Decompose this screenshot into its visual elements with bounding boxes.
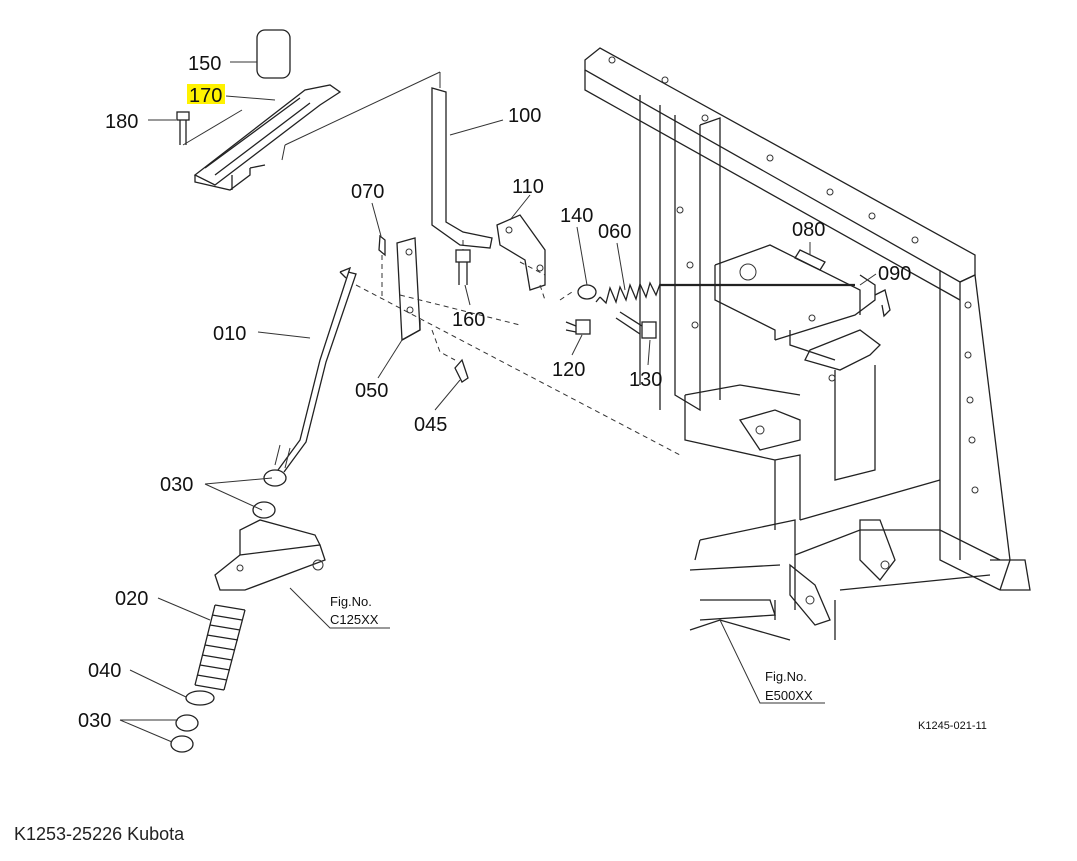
bolt-160 (455, 240, 471, 285)
pedal-bracket-assembly (176, 29, 441, 191)
label-030-lower: 030 (78, 710, 111, 732)
label-140: 140 (560, 205, 593, 227)
bracket-050 (378, 234, 421, 342)
spring-020 (194, 604, 246, 691)
lever-100 (431, 72, 493, 249)
bolt-120 (575, 319, 591, 335)
bolt-180 (176, 111, 190, 121)
pedal-arm (214, 519, 326, 591)
cotter-pin-045 (431, 329, 469, 383)
pedal-pad-150 (256, 29, 291, 79)
label-180: 180 (105, 111, 138, 133)
leader-lines (119, 61, 877, 743)
bolt-130 (641, 321, 657, 339)
part-labels: 150 170 180 100 110 070 140 060 080 090 … (78, 53, 911, 732)
label-030-upper: 030 (160, 474, 193, 496)
rod-010 (274, 266, 681, 473)
label-045: 045 (414, 414, 447, 436)
label-100: 100 (508, 105, 541, 127)
fig-ref-c-label: Fig.No. (330, 594, 372, 609)
fig-ref-c-code: C125XX (330, 612, 379, 627)
spring-060 (595, 281, 661, 305)
nuts-030-lower (170, 714, 199, 753)
drawing-code: K1245-021-11 (918, 720, 987, 732)
label-160: 160 (452, 309, 485, 331)
label-040: 040 (88, 660, 121, 682)
label-170: 170 (189, 85, 222, 107)
label-120: 120 (552, 359, 585, 381)
chassis-frame (584, 47, 1031, 641)
label-150: 150 (188, 53, 221, 75)
label-090: 090 (878, 263, 911, 285)
label-130: 130 (629, 369, 662, 391)
label-050: 050 (355, 380, 388, 402)
figure-references: Fig.No. C125XX Fig.No. E500XX K1245-021-… (330, 594, 987, 732)
highlight-170 (187, 84, 225, 104)
label-060: 060 (598, 221, 631, 243)
fig-ref-e-code: E500XX (765, 688, 813, 703)
label-010: 010 (213, 323, 246, 345)
part-caption: K1253-25226 Kubota (14, 824, 185, 844)
washer-040 (185, 690, 215, 706)
fig-ref-e-label: Fig.No. (765, 669, 807, 684)
pin-080 (794, 249, 826, 271)
label-080: 080 (792, 219, 825, 241)
nuts-030-upper (252, 469, 287, 519)
label-110: 110 (512, 176, 544, 198)
spring-assembly (519, 261, 855, 339)
clip-090 (874, 289, 891, 318)
nut-140 (577, 284, 597, 300)
label-020: 020 (115, 588, 148, 610)
label-070: 070 (351, 181, 384, 203)
bracket-110 (496, 214, 546, 291)
